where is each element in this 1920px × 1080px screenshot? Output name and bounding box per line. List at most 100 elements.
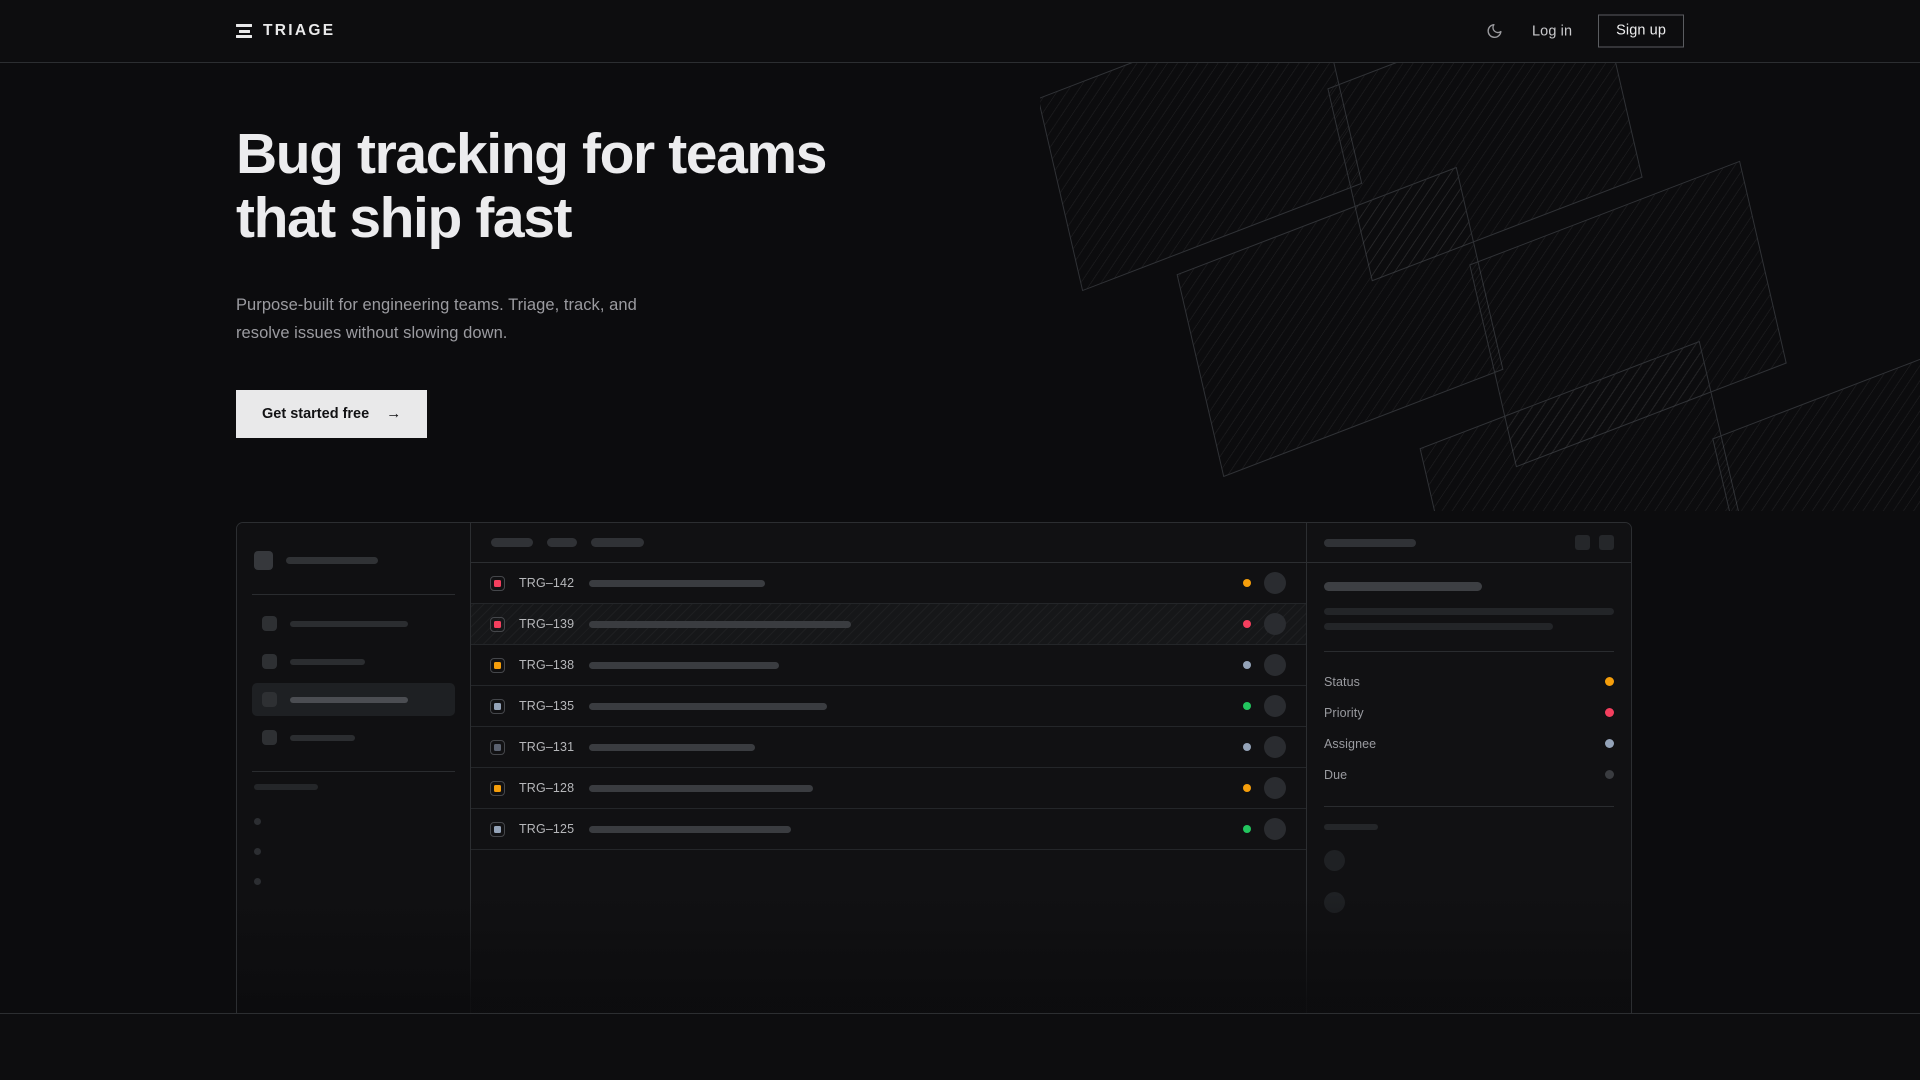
- priority-icon: [490, 780, 505, 796]
- signup-button[interactable]: Sign up: [1598, 14, 1684, 48]
- get-started-label: Get started free: [262, 405, 370, 422]
- triage-bars-logo-icon: [236, 24, 252, 38]
- status-badge: [1243, 743, 1251, 751]
- status-badge: [1243, 620, 1251, 628]
- table-row[interactable]: TRG–139: [471, 604, 1306, 645]
- table-row[interactable]: TRG–128: [471, 768, 1306, 809]
- detail-action-icon-2[interactable]: [1599, 535, 1614, 550]
- sidebar-item-2[interactable]: [252, 683, 455, 716]
- issue-title-placeholder: [589, 620, 851, 628]
- sidebar-item-0[interactable]: [252, 607, 455, 640]
- sidebar-item-icon: [262, 692, 277, 707]
- sidebar-item-label: [290, 734, 355, 741]
- table-row[interactable]: TRG–131: [471, 727, 1306, 768]
- sidebar-item-3[interactable]: [252, 721, 455, 754]
- issue-id: TRG–142: [519, 576, 575, 590]
- avatar: [1264, 572, 1286, 594]
- brand-logo[interactable]: TRIAGE: [236, 22, 335, 40]
- sidebar-item-label: [290, 620, 408, 627]
- login-link[interactable]: Log in: [1532, 23, 1573, 39]
- decorative-hatched-panels-icon: [1040, 41, 1920, 511]
- activity-list: [1324, 850, 1614, 913]
- table-row[interactable]: TRG–142: [471, 563, 1306, 604]
- sidebar-sub-dot-icon: [254, 817, 261, 825]
- page-title: Bug tracking for teams that ship fast: [236, 122, 827, 251]
- app-sidebar: [237, 523, 471, 1014]
- priority-icon: [490, 821, 505, 837]
- below-fold-area: [0, 1014, 1920, 1080]
- detail-divider-2: [1324, 806, 1614, 807]
- workspace-avatar: [254, 551, 273, 570]
- avatar: [1264, 736, 1286, 758]
- issue-title-placeholder: [589, 579, 765, 587]
- status-badge: [1243, 825, 1251, 833]
- detail-field-value-dot: [1605, 739, 1614, 748]
- detail-field-assignee[interactable]: Assignee: [1324, 728, 1614, 759]
- detail-field-label: Priority: [1324, 705, 1364, 720]
- detail-description-line-2: [1324, 623, 1554, 630]
- sidebar-sub-nav: [252, 806, 455, 896]
- get-started-button[interactable]: Get started free →: [236, 389, 428, 438]
- toolbar-chip-1[interactable]: [547, 538, 577, 547]
- detail-breadcrumb-placeholder: [1324, 538, 1416, 547]
- sidebar-divider-bottom: [252, 771, 455, 772]
- avatar: [1264, 695, 1286, 717]
- table-row[interactable]: TRG–138: [471, 645, 1306, 686]
- sidebar-sub-item-1[interactable]: [252, 836, 455, 866]
- detail-field-label: Assignee: [1324, 736, 1377, 751]
- sidebar-item-icon: [262, 654, 277, 669]
- moon-icon[interactable]: [1482, 19, 1506, 43]
- status-badge: [1243, 702, 1251, 710]
- toolbar-chip-2[interactable]: [591, 538, 644, 547]
- table-row[interactable]: TRG–135: [471, 686, 1306, 727]
- sidebar-item-icon: [262, 730, 277, 745]
- workspace-name-placeholder: [286, 557, 378, 564]
- detail-field-priority[interactable]: Priority: [1324, 697, 1614, 728]
- sidebar-item-icon: [262, 616, 277, 631]
- brand-name: TRIAGE: [263, 22, 336, 39]
- sidebar-item-1[interactable]: [252, 645, 455, 678]
- issue-id: TRG–125: [519, 822, 575, 836]
- issue-title-placeholder: [589, 661, 779, 669]
- table-row[interactable]: TRG–125: [471, 809, 1306, 850]
- hero-subtitle: Purpose-built for engineering teams. Tri…: [236, 295, 637, 343]
- detail-field-value-dot: [1605, 677, 1614, 686]
- detail-description-line-1: [1324, 608, 1614, 615]
- status-badge: [1243, 661, 1251, 669]
- issue-id: TRG–131: [519, 740, 575, 754]
- activity-avatar: [1324, 850, 1345, 871]
- sidebar-workspace[interactable]: [252, 539, 455, 577]
- activity-avatar: [1324, 892, 1345, 913]
- hero-section: Bug tracking for teams that ship fast Pu…: [0, 41, 1920, 513]
- detail-field-status[interactable]: Status: [1324, 666, 1614, 697]
- detail-divider: [1324, 651, 1614, 652]
- detail-header: [1307, 523, 1631, 563]
- detail-field-due[interactable]: Due: [1324, 759, 1614, 790]
- detail-action-icon-1[interactable]: [1575, 535, 1590, 550]
- detail-field-label: Status: [1324, 674, 1361, 689]
- priority-icon: [490, 657, 505, 673]
- priority-icon: [490, 739, 505, 755]
- avatar: [1264, 654, 1286, 676]
- sidebar-sub-item-0[interactable]: [252, 806, 455, 836]
- site-header: TRIAGE Log in Sign up: [0, 0, 1920, 63]
- issue-title-placeholder: [589, 743, 755, 751]
- sidebar-item-label: [290, 658, 365, 665]
- sidebar-sub-dot-icon: [254, 877, 261, 885]
- priority-icon: [490, 575, 505, 591]
- issue-title-placeholder: [589, 784, 813, 792]
- hero-copy: Bug tracking for teams that ship fast Pu…: [236, 122, 996, 438]
- toolbar-chip-0[interactable]: [491, 538, 533, 547]
- sidebar-divider-top: [252, 594, 455, 595]
- issue-id: TRG–139: [519, 617, 575, 631]
- detail-field-value-dot: [1605, 770, 1614, 779]
- detail-title-placeholder: [1324, 582, 1482, 591]
- avatar: [1264, 818, 1286, 840]
- sidebar-sub-item-2[interactable]: [252, 866, 455, 896]
- sidebar-nav: [252, 607, 455, 754]
